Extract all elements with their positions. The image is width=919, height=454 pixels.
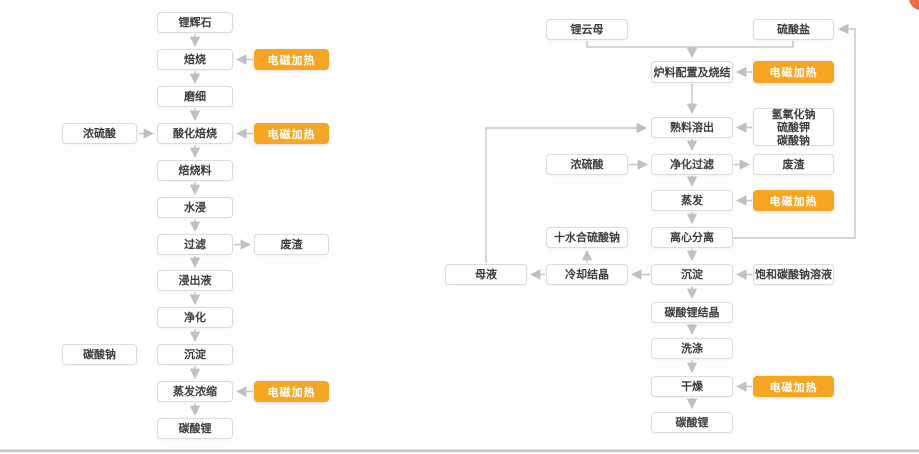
node-reagents: 氢氧化钠 硫酸钾 碳酸钠 [753, 107, 834, 147]
node-grinding: 磨细 [157, 86, 233, 107]
node-cooling-crystallization: 冷却结晶 [546, 264, 628, 285]
node-sodium-carbonate-left: 碳酸钠 [62, 344, 137, 365]
node-waste-residue-left: 废渣 [254, 234, 329, 255]
reagent-line-sodium-hydroxide: 氢氧化钠 [771, 107, 816, 121]
node-roasting: 焙烧 [157, 49, 233, 70]
node-washing: 洗涤 [651, 338, 733, 359]
node-precipitation-right: 沉淀 [651, 264, 733, 285]
node-sulfate: 硫酸盐 [753, 19, 834, 40]
node-acid-roasting: 酸化焙烧 [157, 123, 233, 144]
node-evaporation-concentration: 蒸发浓缩 [157, 381, 233, 402]
node-filtration: 过滤 [157, 234, 233, 255]
node-leachate: 浸出液 [157, 270, 233, 291]
node-purify-filter: 净化过滤 [651, 154, 733, 175]
node-evaporation: 蒸发 [651, 190, 733, 211]
node-lepidolite: 锂云母 [546, 19, 628, 40]
heating-badge-sintering: 电磁加热 [753, 61, 834, 83]
node-purification: 净化 [157, 307, 233, 328]
node-precipitation-left: 沉淀 [157, 344, 233, 365]
node-sodium-sulfate-decahydrate: 十水合硫酸钠 [546, 227, 628, 248]
corner-accent-dot [909, 0, 919, 10]
heating-badge-drying: 电磁加热 [753, 376, 834, 397]
node-charge-sintering: 炉料配置及烧结 [651, 61, 733, 83]
reagent-line-potassium-sulfate: 硫酸钾 [777, 120, 810, 134]
node-saturated-sodium-carbonate: 饱和碳酸钠溶液 [753, 264, 834, 285]
node-water-leaching: 水浸 [157, 197, 233, 218]
node-lithium-carbonate-right: 碳酸锂 [651, 412, 733, 433]
node-mother-liquor: 母液 [445, 264, 527, 285]
node-drying: 干燥 [651, 376, 733, 397]
node-waste-residue-right: 废渣 [753, 154, 834, 175]
reagent-line-sodium-carbonate: 碳酸钠 [777, 133, 810, 147]
node-lithium-carbonate-left: 碳酸锂 [157, 418, 233, 439]
node-roasted-material: 焙烧料 [157, 160, 233, 181]
node-spodumene: 锂辉石 [157, 12, 233, 33]
heating-badge-evaporation: 电磁加热 [753, 190, 834, 211]
heating-badge-roasting: 电磁加热 [254, 49, 329, 70]
node-centrifugal-separation: 离心分离 [651, 227, 733, 248]
node-sulfuric-acid-right: 浓硫酸 [546, 154, 628, 175]
bottom-rule [0, 449, 919, 452]
heating-badge-acid-roasting: 电磁加热 [254, 123, 329, 144]
node-lithium-carbonate-crystal: 碳酸锂结晶 [651, 302, 733, 323]
node-clinker-dissolution: 熟料溶出 [651, 117, 733, 138]
heating-badge-evaporation-concentration: 电磁加热 [254, 381, 329, 402]
node-sulfuric-acid-left: 浓硫酸 [62, 123, 137, 144]
